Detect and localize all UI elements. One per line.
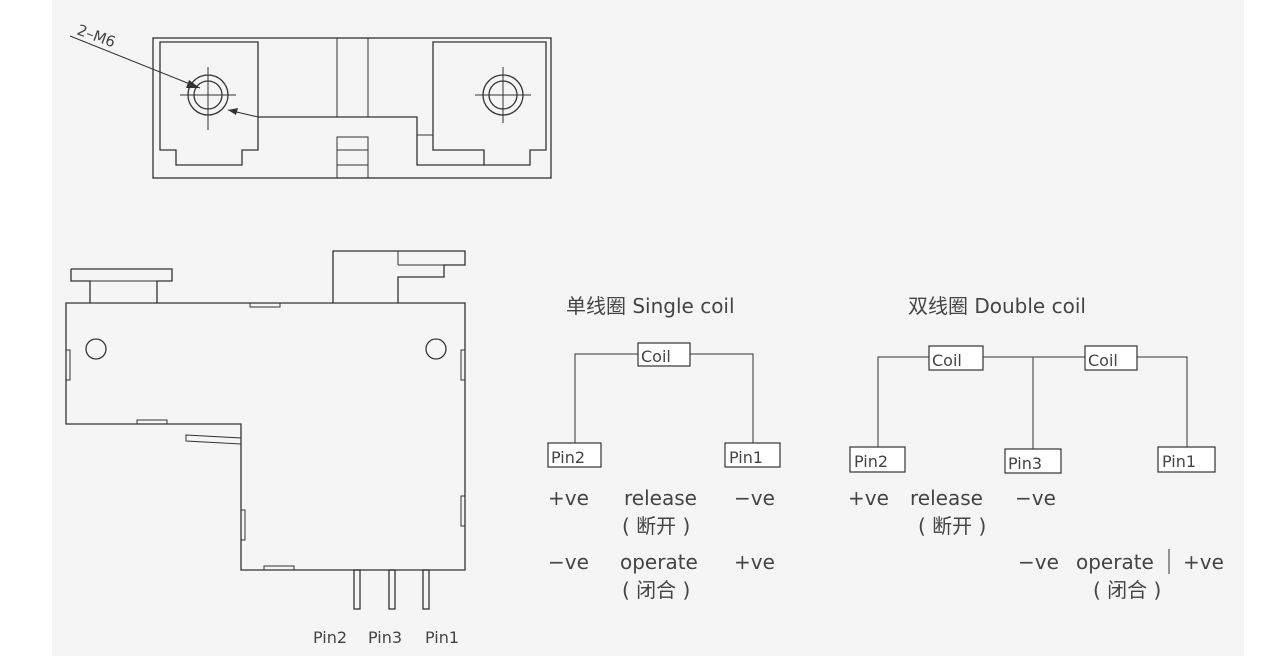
left-mounting-bracket: [70, 268, 173, 303]
single-release-left: +ve: [548, 486, 589, 510]
right-mounting-bracket: [332, 250, 466, 303]
pin-label-pin2: Pin2: [313, 628, 347, 647]
single-pin2-label: Pin2: [551, 448, 585, 467]
single-coil-schematic: 单线圈 Single coil Coil Pin2 Pin1 +ve relea…: [547, 294, 781, 602]
dimension-arrow-right: [228, 108, 238, 115]
double-coil-right-box: [1084, 345, 1138, 371]
right-side-tab-lower: [460, 495, 466, 527]
double-coil-left-box: [928, 345, 984, 371]
side-view-drawing: Pin2 Pin3 Pin1: [65, 250, 466, 647]
single-coil-wires: [574, 353, 754, 443]
double-pin2-box: [849, 446, 906, 473]
right-terminal-plate: [432, 41, 547, 166]
single-release-label: release: [624, 486, 697, 510]
single-coil-label: Coil: [641, 347, 671, 366]
double-release-right: −ve: [1015, 486, 1056, 510]
left-terminal-plate: [159, 41, 259, 166]
double-release-left: +ve: [848, 486, 889, 510]
single-release-right: −ve: [734, 486, 775, 510]
middle-tab: [136, 419, 168, 425]
double-pin3-label: Pin3: [1008, 454, 1042, 473]
single-coil-box: [637, 342, 691, 367]
single-pin1-box: [724, 442, 781, 468]
double-coil-schematic: 双线圈 Double coil Coil Coil Pin2 Pin3 Pin1…: [848, 294, 1224, 602]
double-release-note: ( 断开 ): [918, 514, 986, 538]
center-connector-box: [336, 136, 369, 179]
single-pin1-label: Pin1: [729, 448, 763, 467]
single-pin2-box: [547, 442, 602, 468]
double-pin1-box: [1157, 446, 1216, 473]
right-side-tab-upper: [460, 349, 466, 381]
left-mounting-hole: [85, 338, 107, 360]
top-view-drawing: 2–M6: [69, 21, 552, 179]
background-panel: [52, 0, 1244, 656]
right-mounting-hole: [425, 338, 447, 360]
relay-body-outline: [65, 302, 466, 571]
double-operate-label: operate: [1076, 550, 1154, 574]
double-pin3-box: [1004, 448, 1062, 474]
double-coil-right-label: Coil: [1088, 351, 1118, 370]
double-pin1-label: Pin1: [1162, 452, 1196, 471]
pin-3-terminal: [388, 569, 396, 610]
bottom-tab: [263, 565, 295, 571]
single-operate-note: ( 闭合 ): [622, 578, 690, 602]
double-operate-right: +ve: [1183, 550, 1224, 574]
pin-label-pin3: Pin3: [368, 628, 402, 647]
double-operate-left: −ve: [1018, 550, 1059, 574]
top-tab: [249, 302, 281, 308]
pin-1-terminal: [422, 569, 430, 610]
double-coil-left-label: Coil: [932, 351, 962, 370]
single-operate-left: −ve: [548, 550, 589, 574]
double-coil-wires: [877, 356, 1188, 449]
double-coil-title: 双线圈 Double coil: [908, 294, 1086, 318]
double-operate-note: ( 闭合 ): [1093, 578, 1161, 602]
double-release-label: release: [910, 486, 983, 510]
single-operate-right: +ve: [734, 550, 775, 574]
single-operate-label: operate: [620, 550, 698, 574]
left-side-tab: [65, 349, 71, 381]
dimension-leader: [69, 35, 201, 89]
single-release-note: ( 断开 ): [622, 514, 690, 538]
dimension-arrow-left: [186, 80, 200, 88]
pin-2-terminal: [353, 569, 361, 610]
single-coil-title: 单线圈 Single coil: [566, 294, 735, 318]
pin-label-pin1: Pin1: [425, 628, 459, 647]
inner-side-tab: [240, 509, 246, 541]
double-pin2-label: Pin2: [854, 452, 888, 471]
wedge-tab: [185, 434, 242, 445]
